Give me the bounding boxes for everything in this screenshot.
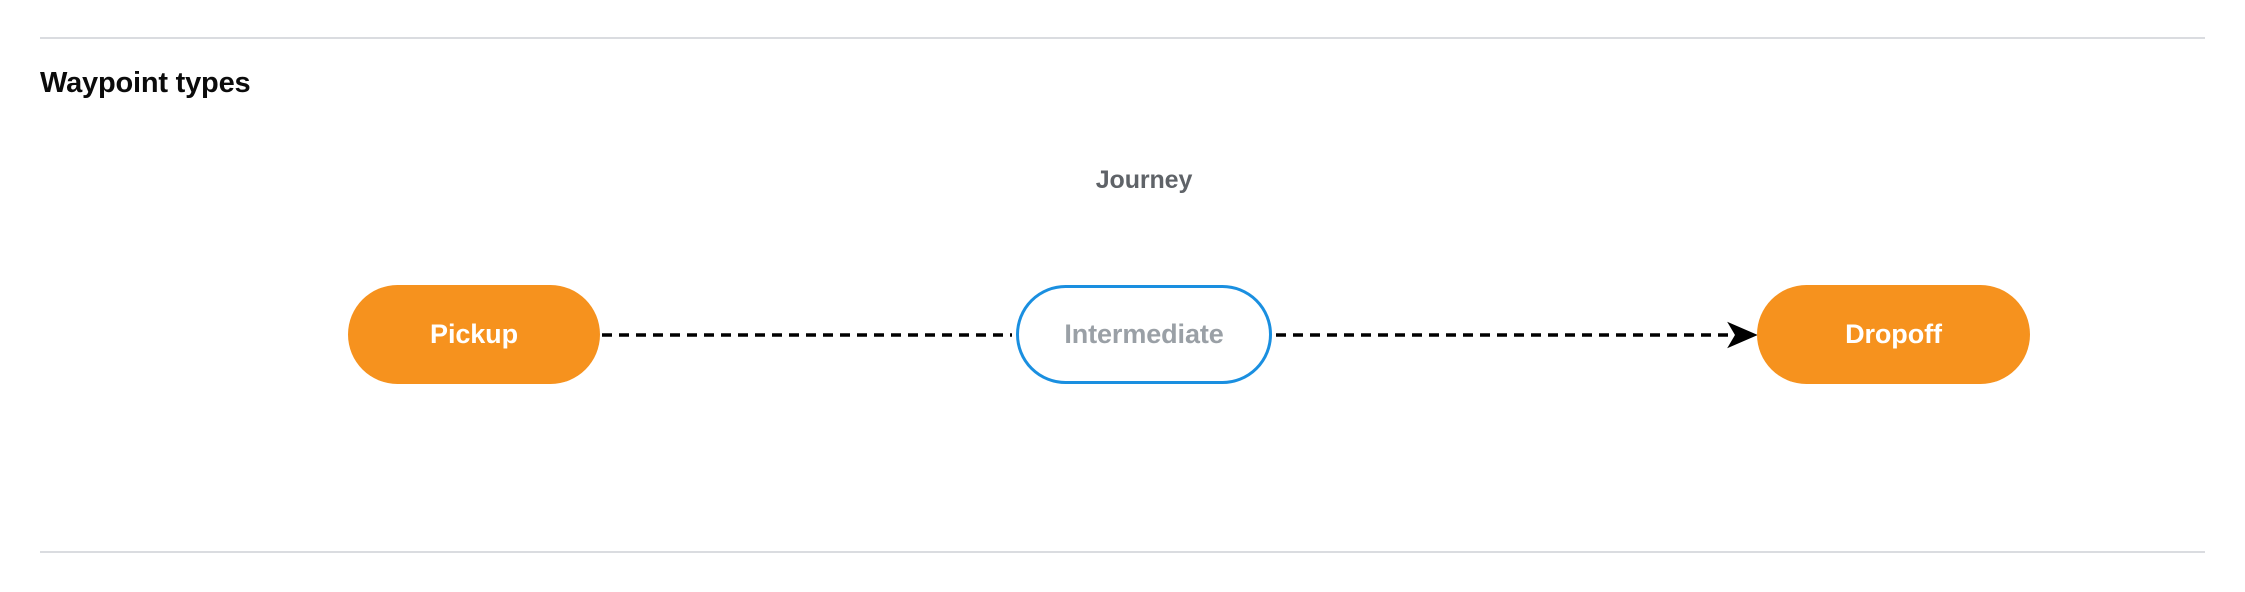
section-divider-bottom (40, 551, 2205, 553)
page-title: Waypoint types (40, 67, 251, 99)
waypoint-node-intermediate-label: Intermediate (1064, 319, 1224, 349)
waypoint-node-intermediate[interactable]: Intermediate (1016, 285, 1272, 384)
waypoint-node-pickup[interactable]: Pickup (348, 285, 600, 384)
waypoint-node-dropoff[interactable]: Dropoff (1757, 285, 2030, 384)
diagram-caption-journey: Journey (1095, 166, 1193, 194)
waypoint-node-pickup-label: Pickup (430, 319, 518, 349)
section-divider-top (40, 37, 2205, 39)
waypoint-node-dropoff-label: Dropoff (1845, 319, 1942, 349)
